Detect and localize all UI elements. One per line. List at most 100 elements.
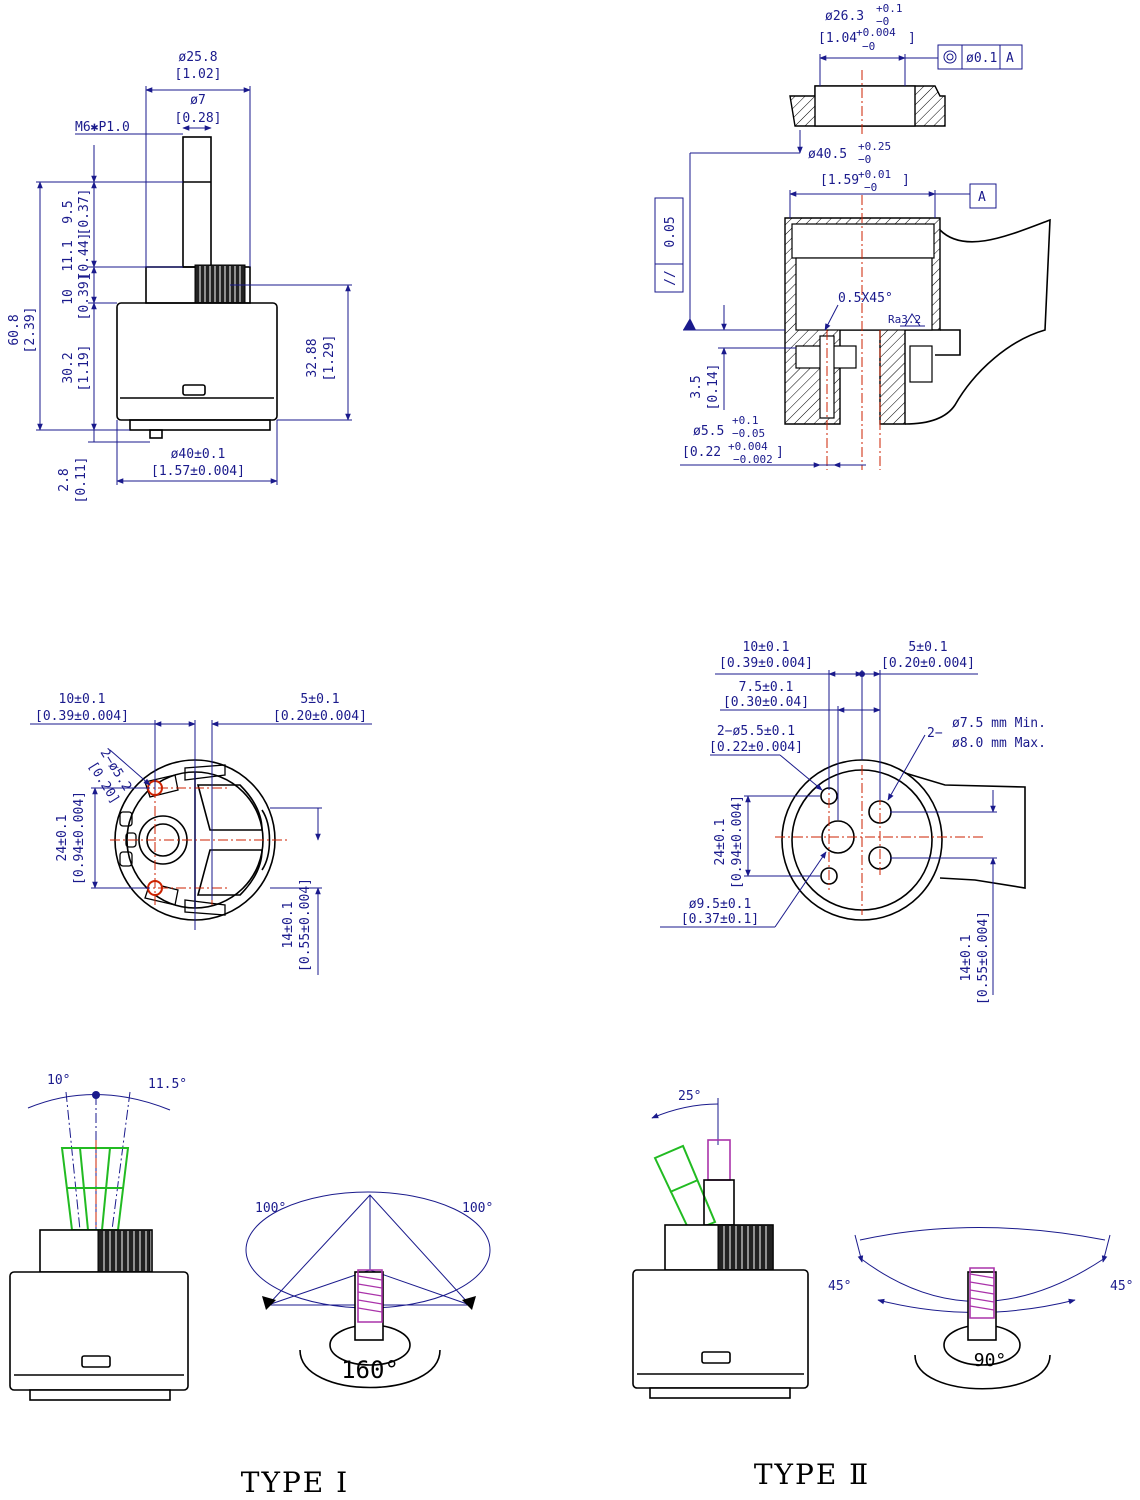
lever-arm [904,218,1051,425]
base-flange [299,1349,441,1389]
h2-in-label: [0.44] [77,233,92,280]
svg-text:+0.25: +0.25 [858,140,891,153]
svg-text:]: ] [776,445,784,460]
h-total-label: 60.8 [7,314,22,345]
d-hole-in-label: [0.22 [682,445,721,460]
h4-in-label: [1.19] [77,345,92,392]
cartridge-body [632,1269,809,1389]
dy2-in-label: [0.55±0.004] [976,911,991,1005]
h-bottom-in-label: [0.11] [74,457,89,504]
upright-stem [707,1139,731,1181]
svg-text:−0: −0 [876,15,889,28]
d-body-in-label: [1.57±0.004] [151,464,245,479]
datum-a-label: A [978,190,986,205]
datum-box [969,183,997,209]
rot-total-label: 160° [341,1356,399,1384]
dy2-in-label: [0.55±0.004] [298,878,313,972]
h-total-in-label: [2.39] [23,307,38,354]
d-hole-label: ø5.5 [693,424,724,439]
roughness-label: Ra3.2 [888,313,921,326]
section-view: ø26.3 +0.1 −0 [1.04 +0.004 ] −0 ø0.1 A ø… [654,2,1051,470]
parallel-symbol: // [663,270,678,286]
h-bottom-label: 2.8 [57,468,72,491]
dx1-in-label: [0.39±0.004] [719,656,813,671]
side-view: ø25.8 [1.02] ø7 [0.28] M6✱P1.0 60.8 [2.3… [7,50,352,503]
center-hole-label: ø9.5±0.1 [689,897,752,912]
fcf-concentricity [937,44,1023,70]
rotation-arc-top [859,1227,1106,1241]
svg-text:+0.004: +0.004 [728,440,768,453]
svg-text:−0: −0 [864,181,877,194]
dx2-label: 5±0.1 [300,692,339,707]
d-stem-in-label: [0.28] [175,111,222,126]
svg-text:−0.05: −0.05 [732,427,765,440]
dx3-label: 7.5±0.1 [739,680,794,695]
stem-thread [969,1267,995,1319]
type1-title: TYPE Ⅰ [241,1466,349,1499]
dy2-label: 14±0.1 [959,935,974,982]
angle-right-label: 11.5° [148,1077,187,1092]
thread-label: M6✱P1.0 [75,120,130,135]
holes-in-label: [0.22±0.004] [709,740,803,755]
d-mid-in-label: [1.59 [820,173,859,188]
h1-label: 9.5 [61,200,76,223]
depth-in-label: [0.14] [706,364,721,411]
svg-text:]: ] [902,173,910,188]
dy2-label: 14±0.1 [281,902,296,949]
svg-text:]: ] [908,31,916,46]
svg-text:−0: −0 [862,40,875,53]
stem [182,136,212,268]
h3-in-label: [0.39] [77,274,92,321]
rot-right-label: 45° [1110,1279,1133,1294]
cartridge-body [9,1271,189,1391]
pins-min: ø7.5 mm Min. [952,716,1046,731]
dx1-label: 10±0.1 [59,692,106,707]
type1-panel: 10° 11.5° 100° 100° 160° TYPE Ⅰ [9,1073,493,1499]
dy1-in-label: [0.94±0.004] [730,795,745,889]
center-hole-in-label: [0.37±0.1] [681,912,759,927]
svg-text:−0: −0 [858,153,871,166]
parallel-value: 0.05 [663,216,678,247]
bottom-view-type1: 10±0.1 [0.39±0.004] 5±0.1 [0.20±0.004] 2… [30,692,372,975]
bottom-view-type2: 10±0.1 [0.39±0.004] 5±0.1 [0.20±0.004] 7… [660,640,1046,1005]
holes-label: 2−ø5.5±0.1 [717,724,795,739]
type2-title: TYPE Ⅱ [754,1458,870,1491]
d-body-label: ø40±0.1 [171,447,226,462]
stem-thread [357,1269,383,1323]
d-mid-label: ø40.5 [808,147,847,162]
dy1-label: 24±0.1 [55,815,70,862]
svg-text:+0.1: +0.1 [732,414,759,427]
tilt-label: 25° [678,1089,701,1104]
dx1-in-label: [0.39±0.004] [35,709,129,724]
rot-left-label: 45° [828,1279,851,1294]
h3-label: 10 [61,289,76,305]
depth-label: 3.5 [689,375,704,398]
h2-label: 11.1 [61,240,76,271]
dx1-label: 10±0.1 [743,640,790,655]
pins-max: ø8.0 mm Max. [952,736,1046,751]
d-top-label: ø25.8 [178,50,217,65]
fcf-parallel [654,197,684,293]
svg-text:−0.002: −0.002 [733,453,773,466]
angle-left-label: 10° [47,1073,70,1088]
dx2-in-label: [0.20±0.004] [881,656,975,671]
h-body-label: 32.88 [305,338,320,377]
dx3-in-label: [0.30±0.04] [723,695,809,710]
svg-text:+0.004: +0.004 [856,26,896,39]
dx2-in-label: [0.20±0.004] [273,709,367,724]
cartridge-body [116,302,278,421]
rot-right-label: 100° [462,1201,493,1216]
base-flange [914,1354,1051,1390]
dx2-label: 5±0.1 [908,640,947,655]
h-body-in-label: [1.29] [322,335,337,382]
h1-in-label: [0.37] [77,189,92,236]
pins-prefix: 2− [927,726,943,741]
d-top-in-label: [1.02] [175,67,222,82]
d-stem-label: ø7 [190,93,206,108]
dy1-label: 24±0.1 [713,819,728,866]
d-top-label: ø26.3 [825,9,864,24]
svg-text:+0.01: +0.01 [858,168,891,181]
rot-total-label: 90° [974,1350,1007,1371]
chamfer-label: 0.5X45° [838,291,893,306]
